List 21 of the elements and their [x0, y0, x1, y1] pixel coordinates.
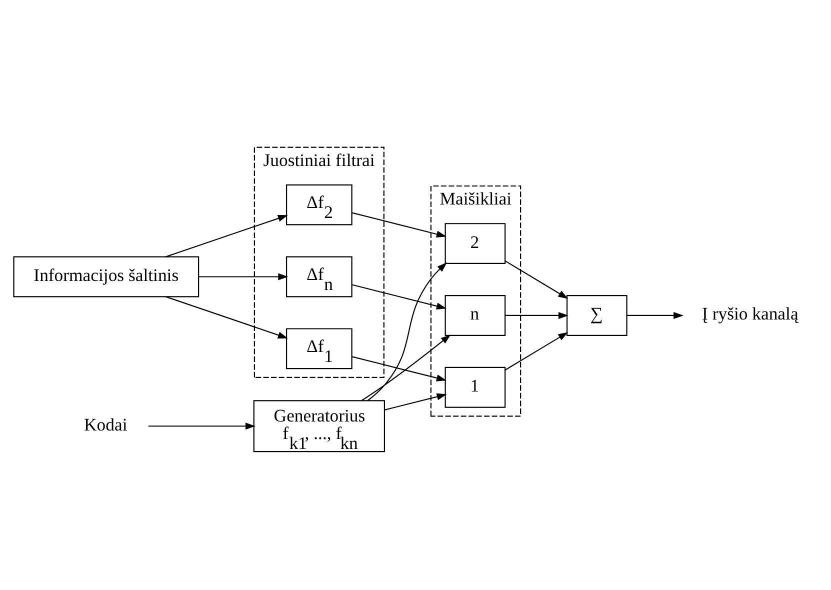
arrow [198, 273, 288, 280]
arrow [165, 215, 288, 258]
arrow [148, 422, 255, 430]
arrow [165, 296, 288, 338]
node-box: 1 [444, 366, 506, 408]
arrow [384, 393, 446, 410]
node-box: Informacijos šaltinis [12, 256, 199, 298]
arrow [504, 312, 568, 319]
arrow [352, 212, 446, 238]
arrow [366, 262, 447, 401]
arrow [504, 332, 568, 370]
node-text: Į ryšio kanalą [702, 304, 798, 324]
node-box: 2 [444, 223, 506, 264]
arrow [626, 312, 684, 319]
node-box: ∑ [566, 295, 627, 336]
arrow [352, 284, 446, 310]
node-text: Kodai [84, 414, 127, 434]
arrow [360, 334, 450, 401]
node-box: n [444, 295, 506, 336]
arrow [352, 356, 446, 382]
arrow [504, 260, 568, 299]
